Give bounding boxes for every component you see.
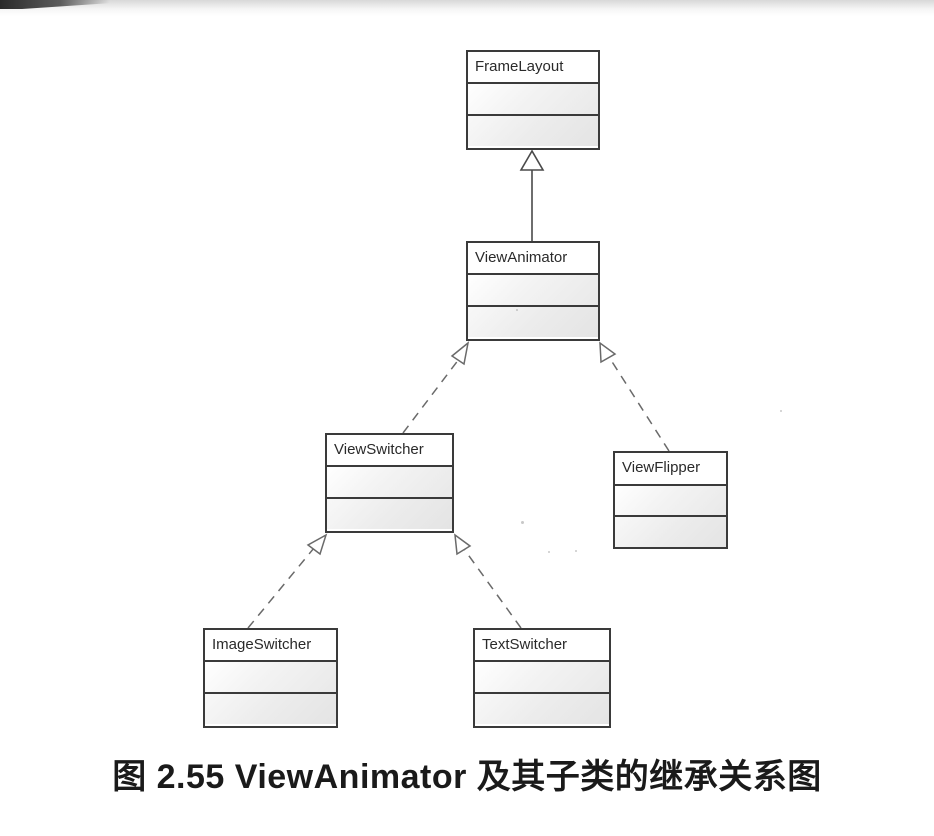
class-hierarchy-diagram: FrameLayout ViewAnimator ViewSwitcher Vi…: [203, 50, 782, 728]
class-box-viewswitcher: ViewSwitcher: [325, 433, 454, 533]
attributes-compartment: [615, 486, 726, 517]
edge-imageswitcher-viewswitcher: [247, 533, 328, 629]
generalization-arrowhead: [454, 533, 472, 556]
operations-compartment: [327, 499, 452, 529]
operations-compartment: [205, 694, 336, 724]
attributes-compartment: [468, 84, 598, 116]
class-name: ImageSwitcher: [205, 630, 336, 662]
generalization-arrowhead: [519, 149, 545, 171]
class-name: TextSwitcher: [475, 630, 609, 662]
scan-speck: [516, 309, 518, 311]
inheritance-connectors: [247, 149, 670, 629]
edge-viewanimator-framelayout: [519, 149, 545, 241]
attributes-compartment: [205, 662, 336, 694]
scan-speck: [575, 550, 577, 552]
attributes-compartment: [327, 467, 452, 499]
class-name: ViewAnimator: [468, 243, 598, 275]
operations-compartment: [615, 517, 726, 547]
scan-speck: [780, 410, 782, 412]
edge-viewswitcher-viewanimator: [402, 341, 470, 434]
figure-caption: 图 2.55 ViewAnimator 及其子类的继承关系图: [112, 758, 822, 796]
operations-compartment: [475, 694, 609, 724]
attributes-compartment: [468, 275, 598, 307]
generalization-arrowhead: [599, 341, 617, 364]
class-box-textswitcher: TextSwitcher: [473, 628, 611, 728]
class-box-viewflipper: ViewFlipper: [613, 451, 728, 549]
generalization-arrowhead: [450, 341, 470, 366]
class-name: ViewSwitcher: [327, 435, 452, 467]
class-name: ViewFlipper: [615, 453, 726, 486]
class-box-imageswitcher: ImageSwitcher: [203, 628, 338, 728]
operations-compartment: [468, 307, 598, 337]
class-box-viewanimator: ViewAnimator: [466, 241, 600, 341]
page-top-edge: [0, 0, 934, 16]
class-name: FrameLayout: [468, 52, 598, 84]
generalization-arrowhead: [306, 533, 328, 556]
edge-viewflipper-viewanimator: [599, 341, 670, 452]
edge-textswitcher-viewswitcher: [454, 533, 522, 629]
scan-speck: [548, 551, 550, 553]
class-box-framelayout: FrameLayout: [466, 50, 600, 150]
attributes-compartment: [475, 662, 609, 694]
operations-compartment: [468, 116, 598, 146]
scan-speck: [521, 521, 524, 524]
